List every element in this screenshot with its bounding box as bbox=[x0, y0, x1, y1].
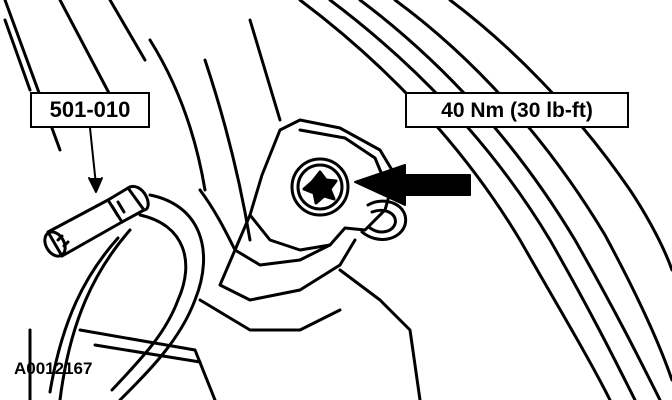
spring-clip bbox=[360, 199, 408, 241]
torx-bit-icon bbox=[43, 184, 150, 258]
wiring-loop bbox=[48, 193, 206, 400]
tool-leader-line bbox=[88, 127, 103, 193]
arrow-left-icon bbox=[354, 164, 471, 206]
torx-bolt-icon bbox=[290, 157, 350, 217]
lower-structure bbox=[28, 268, 422, 400]
figure-id: A0012167 bbox=[14, 359, 93, 378]
body-panel-curves bbox=[298, 0, 672, 400]
torque-spec-label: 40 Nm (30 lb-ft) bbox=[405, 92, 629, 128]
hinge-bracket bbox=[198, 118, 397, 302]
tool-number-label: 501-010 bbox=[30, 92, 150, 128]
